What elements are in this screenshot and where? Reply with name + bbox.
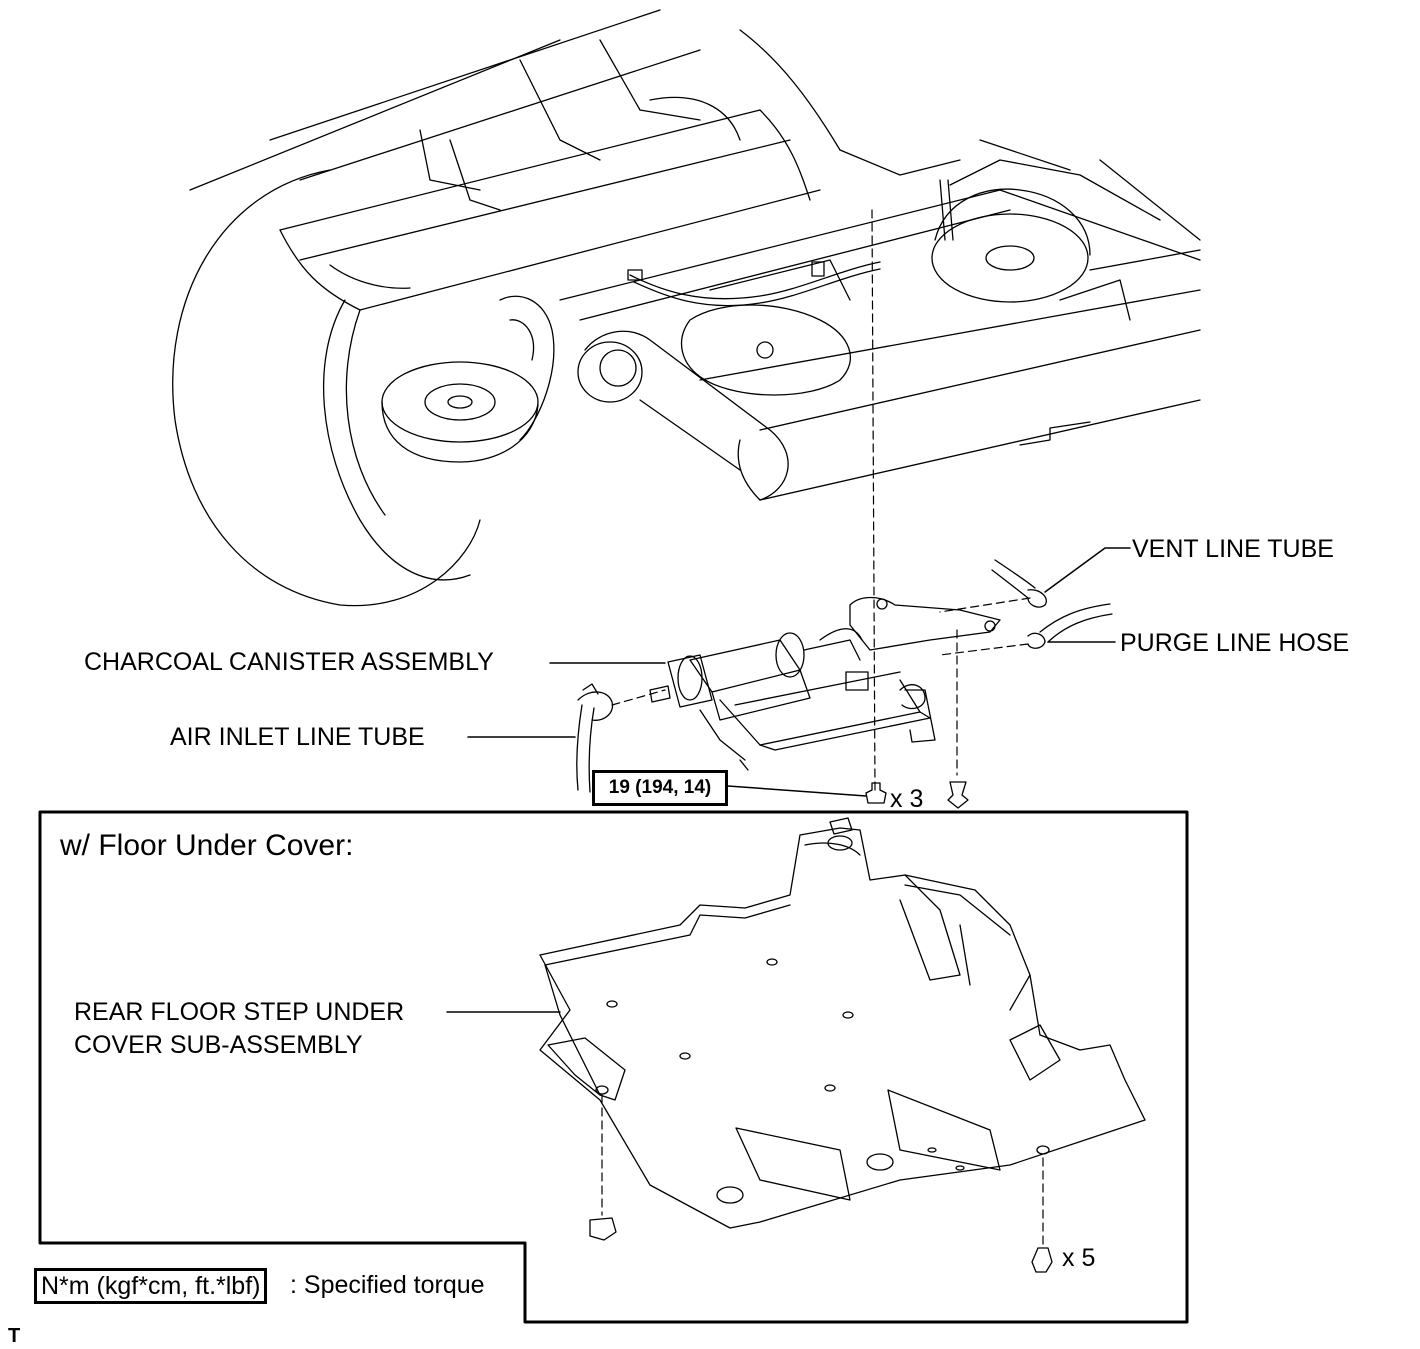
canister-clip: [947, 781, 969, 809]
legend-text: : Specified torque: [290, 1271, 485, 1299]
cover-bolt-quantity: x 5: [1062, 1244, 1096, 1272]
rear-floor-step-label-line1: REAR FLOOR STEP UNDER: [74, 998, 405, 1026]
figure-code: T: [8, 1325, 21, 1347]
rear-floor-step-label-line2: COVER SUB-ASSEMBLY: [74, 1031, 363, 1059]
charcoal-canister-label: CHARCOAL CANISTER ASSEMBLY: [84, 648, 494, 676]
vehicle-underbody: [172, 9, 1201, 607]
charcoal-canister-drawing: [649, 596, 1001, 771]
cover-nut: [589, 1217, 617, 1241]
purge-line-hose-drawing: [1027, 603, 1113, 649]
floor-under-cover-drawing: [539, 817, 1146, 1229]
legend-unit: N*m (kgf*cm, ft.*lbf): [41, 1271, 261, 1300]
air-inlet-line-tube-drawing: [576, 683, 614, 793]
air-inlet-line-tube-label: AIR INLET LINE TUBE: [170, 723, 425, 751]
torque-spec-box: 19 (194, 14): [592, 770, 728, 806]
vent-line-tube-drawing: [991, 559, 1047, 608]
section-frame: [38, 810, 1189, 1324]
leader-lines: [446, 547, 1131, 1013]
torque-value: 19 (194, 14): [608, 777, 712, 798]
section-title: w/ Floor Under Cover:: [60, 829, 354, 862]
cover-bolt: [1031, 1247, 1053, 1273]
alignment-lines: [601, 209, 1044, 1246]
canister-bolt-quantity: x 3: [890, 785, 924, 813]
purge-line-hose-label: PURGE LINE HOSE: [1120, 629, 1350, 657]
canister-bolt: [865, 782, 887, 804]
vent-line-tube-label: VENT LINE TUBE: [1132, 535, 1334, 563]
legend-unit-box: N*m (kgf*cm, ft.*lbf): [34, 1268, 268, 1304]
